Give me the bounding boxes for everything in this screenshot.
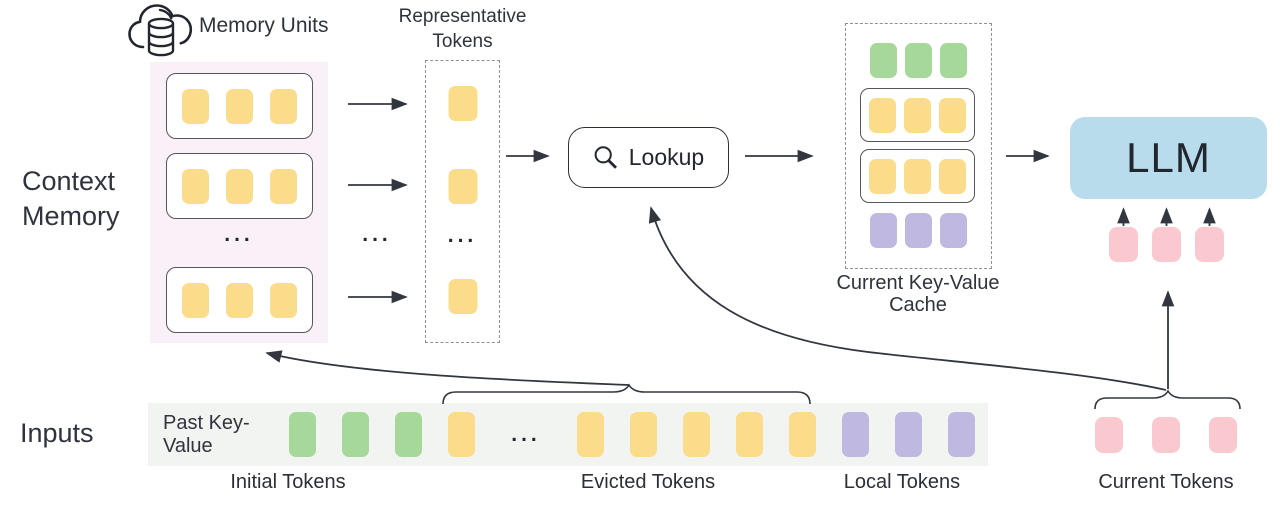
token bbox=[904, 158, 931, 194]
token bbox=[448, 86, 477, 121]
token bbox=[869, 97, 896, 133]
ellipsis: ... bbox=[224, 223, 254, 246]
evicted-tokens-label: Evicted Tokens bbox=[580, 471, 716, 493]
evicted-tokens-group bbox=[577, 412, 816, 457]
token bbox=[630, 412, 657, 457]
search-icon bbox=[594, 145, 617, 169]
memory-units-label: Memory Units bbox=[199, 14, 329, 37]
token bbox=[270, 282, 297, 318]
representative-token-3 bbox=[448, 279, 477, 314]
token bbox=[1195, 227, 1224, 262]
token bbox=[870, 43, 897, 78]
lookup-button: Lookup bbox=[568, 127, 729, 188]
cache-memory-unit-row-1 bbox=[860, 88, 975, 142]
current-tokens-group bbox=[1095, 417, 1237, 453]
llm-input-tokens bbox=[1109, 227, 1224, 262]
token bbox=[289, 412, 316, 457]
token bbox=[1095, 417, 1123, 453]
initial-tokens-label: Initial Tokens bbox=[230, 471, 346, 493]
representative-tokens-box: ... bbox=[425, 60, 500, 343]
ellipsis: ... bbox=[511, 422, 541, 446]
cache-memory-unit-row-2 bbox=[860, 149, 975, 203]
token bbox=[182, 282, 209, 318]
local-tokens-label: Local Tokens bbox=[843, 471, 961, 493]
evicted-tokens-brace bbox=[442, 383, 811, 405]
inputs-label: Inputs bbox=[20, 418, 94, 448]
token bbox=[448, 412, 475, 457]
current-tokens-brace bbox=[1094, 389, 1241, 410]
token bbox=[270, 168, 297, 204]
token bbox=[448, 279, 477, 314]
evicted-token-first bbox=[448, 412, 475, 457]
past-key-value-label: Past Key-Value bbox=[163, 412, 250, 457]
token bbox=[448, 169, 477, 204]
token bbox=[226, 168, 253, 204]
token bbox=[789, 412, 816, 457]
token bbox=[940, 43, 967, 78]
current-kv-cache-label: Current Key-Value Cache bbox=[836, 272, 1000, 316]
representative-token-1 bbox=[448, 86, 477, 121]
token bbox=[904, 97, 931, 133]
token bbox=[577, 412, 604, 457]
local-tokens-group bbox=[842, 412, 975, 457]
token bbox=[270, 88, 297, 124]
past-key-value-strip: Past Key-Value ... bbox=[148, 403, 988, 466]
token bbox=[895, 412, 922, 457]
token bbox=[1109, 227, 1138, 262]
memory-unit-3 bbox=[166, 267, 313, 333]
ellipsis: ... bbox=[362, 223, 392, 246]
token bbox=[683, 412, 710, 457]
token bbox=[736, 412, 763, 457]
cache-initial-row bbox=[846, 43, 991, 78]
memory-unit-2 bbox=[166, 153, 313, 219]
context-memory-label: Context Memory bbox=[22, 166, 120, 232]
token bbox=[842, 412, 869, 457]
memory-cloud-database-icon bbox=[128, 4, 193, 57]
token bbox=[869, 158, 896, 194]
current-tokens-label: Current Tokens bbox=[1098, 471, 1234, 493]
lookup-label: Lookup bbox=[628, 144, 705, 170]
representative-tokens-label: Representative Tokens bbox=[398, 6, 527, 52]
token bbox=[939, 158, 966, 194]
token bbox=[1152, 227, 1181, 262]
token bbox=[905, 213, 932, 248]
representative-token-2 bbox=[448, 169, 477, 204]
token bbox=[1209, 417, 1237, 453]
current-kv-cache-box bbox=[845, 23, 992, 269]
llm-label: LLM bbox=[1126, 134, 1211, 181]
token bbox=[182, 88, 209, 124]
token bbox=[940, 213, 967, 248]
context-memory-panel: ... bbox=[150, 62, 328, 343]
token bbox=[226, 282, 253, 318]
token bbox=[905, 43, 932, 78]
memory-unit-1 bbox=[166, 73, 313, 139]
token bbox=[948, 412, 975, 457]
llm-box: LLM bbox=[1070, 117, 1267, 199]
token bbox=[342, 412, 369, 457]
token bbox=[395, 412, 422, 457]
curve-evicted-to-context-memory bbox=[265, 350, 630, 386]
token bbox=[226, 88, 253, 124]
ellipsis: ... bbox=[447, 224, 478, 247]
token bbox=[182, 168, 209, 204]
token bbox=[939, 97, 966, 133]
token bbox=[1152, 417, 1180, 453]
cache-local-row bbox=[846, 213, 991, 248]
token bbox=[870, 213, 897, 248]
initial-tokens-group bbox=[289, 412, 422, 457]
